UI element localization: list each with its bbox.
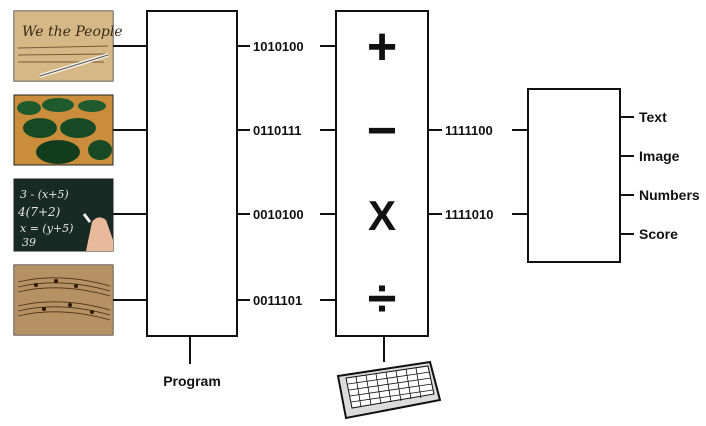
svg-text:39: 39 <box>22 236 36 249</box>
minus-operator: − <box>367 102 397 160</box>
program-label: Program <box>163 373 221 389</box>
divide-operator: ÷ <box>368 270 397 328</box>
svg-text:4(7+2): 4(7+2) <box>17 205 61 219</box>
output-label-text: Text <box>639 109 667 125</box>
code-in-label: 0010100 <box>253 207 304 222</box>
svg-text:3 - (x+5): 3 - (x+5) <box>20 188 69 201</box>
chalkboard-math-image: 3 - (x+5) 4(7+2) x = (y+5) 39 <box>13 178 114 252</box>
crop-fields-image <box>13 94 114 166</box>
operator-box <box>335 10 429 337</box>
keyboard-icon <box>336 360 442 420</box>
code-in-label: 0011101 <box>253 293 302 308</box>
multiply-operator: X <box>368 192 396 239</box>
program-box <box>146 10 238 337</box>
output-label-image: Image <box>639 148 680 164</box>
sheet-music-image <box>13 264 114 336</box>
code-out-label: 1111100 <box>445 123 493 138</box>
output-label-score: Score <box>639 226 678 242</box>
code-in-label: 0110111 <box>253 123 301 138</box>
svg-text:x = (y+5): x = (y+5) <box>20 222 73 235</box>
plus-operator: + <box>367 18 397 76</box>
code-out-label: 1111010 <box>445 207 493 222</box>
code-in-label: 1010100 <box>253 39 304 54</box>
svg-text:We the People: We the People <box>22 24 123 40</box>
parchment-quill-image: We the People <box>13 10 123 82</box>
output-box <box>527 88 621 263</box>
output-label-numbers: Numbers <box>639 187 700 203</box>
